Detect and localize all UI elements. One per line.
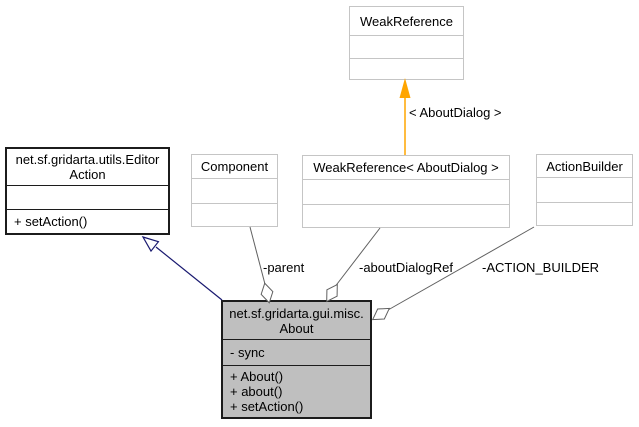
class-node-weakreference: WeakReference — [349, 6, 464, 80]
attributes-section — [537, 177, 632, 202]
method-item: + About() — [230, 369, 284, 384]
class-node-about: net.sf.gridarta.gui.misc. About - sync +… — [221, 300, 372, 419]
attributes-section — [303, 179, 509, 204]
attributes-section — [192, 178, 277, 203]
methods-section — [537, 202, 632, 225]
methods-section: + setAction() — [7, 209, 168, 233]
actionbuilder-diamond-icon — [371, 307, 391, 321]
class-title: net.sf.gridarta.gui.misc. About — [223, 302, 370, 339]
class-title-line: About — [279, 320, 314, 336]
class-node-editoraction[interactable]: net.sf.gridarta.utils.Editor Action + se… — [5, 147, 170, 235]
class-node-component: Component — [191, 154, 278, 227]
class-title: ActionBuilder — [546, 158, 623, 174]
method-item: + setAction() — [230, 399, 304, 414]
inheritance-edge — [155, 246, 223, 301]
attributes-section — [7, 185, 168, 209]
methods-section — [192, 203, 277, 226]
class-title-line: net.sf.gridarta.gui.misc. — [229, 305, 364, 321]
class-title: net.sf.gridarta.utils.Editor Action — [7, 149, 168, 185]
class-node-actionbuilder: ActionBuilder — [536, 154, 633, 226]
class-title-line: Action — [69, 167, 106, 182]
template-arrow-icon — [399, 78, 411, 98]
edge-label-parent: -parent — [263, 260, 305, 275]
method-item: + setAction() — [14, 214, 88, 229]
aboutdialogref-edge — [333, 227, 381, 289]
parent-edge — [249, 226, 267, 289]
attributes-section: - sync — [223, 339, 370, 365]
class-title: Component — [200, 159, 269, 174]
edge-label-aboutdialogref: -aboutDialogRef — [359, 260, 453, 275]
inheritance-arrow-icon — [141, 235, 160, 253]
methods-section — [350, 58, 463, 79]
method-item: + about() — [230, 384, 283, 399]
attributes-section — [350, 35, 463, 58]
class-title-line: net.sf.gridarta.utils.Editor — [15, 152, 160, 167]
class-node-weakreference-aboutdialog: WeakReference< AboutDialog > — [302, 155, 510, 228]
edge-label-template-arg: < AboutDialog > — [409, 105, 502, 120]
edge-label-actionbuilder: -ACTION_BUILDER — [482, 260, 600, 275]
class-title: WeakReference — [360, 13, 453, 29]
methods-section: + About() + about() + setAction() — [223, 365, 370, 417]
attribute-item: - sync — [230, 345, 265, 361]
methods-section — [303, 204, 509, 227]
class-title: WeakReference< AboutDialog > — [313, 160, 499, 175]
